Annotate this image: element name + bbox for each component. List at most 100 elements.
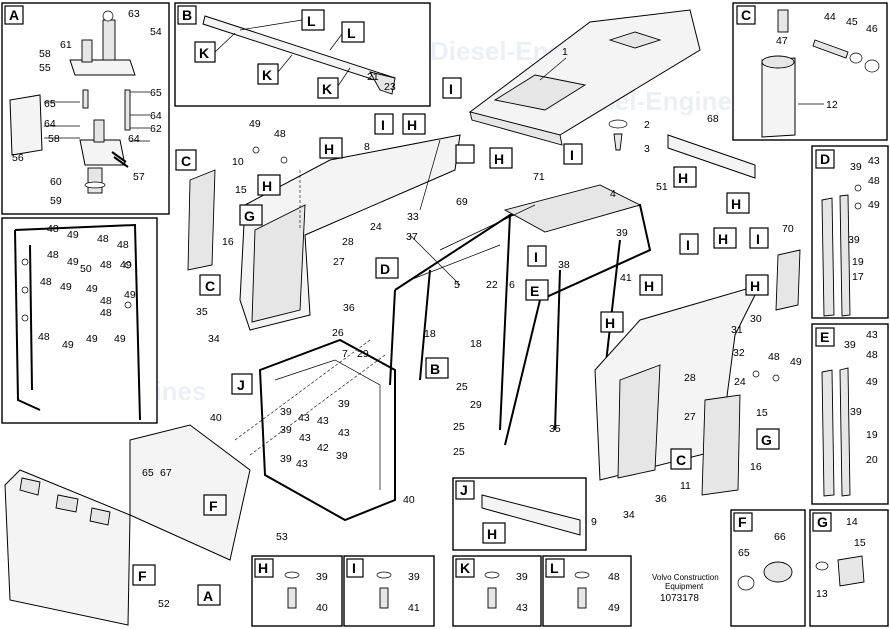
- part-number: 43: [866, 329, 878, 341]
- tag-a: A: [9, 7, 19, 23]
- tag-d: D: [380, 261, 390, 277]
- part-number: 15: [756, 407, 768, 419]
- part-number: 39: [316, 571, 328, 583]
- part-number: 44: [824, 11, 836, 23]
- part-number: 45: [846, 16, 858, 28]
- tag-i: I: [449, 81, 453, 97]
- part-number: 39: [516, 571, 528, 583]
- part-number: 34: [208, 333, 220, 345]
- part-number: 48: [608, 571, 620, 583]
- part-number: 49: [114, 333, 126, 345]
- footer-code: 1073178: [660, 593, 699, 604]
- tag-h: H: [487, 526, 497, 542]
- part-number: 48: [40, 276, 52, 288]
- tag-c: C: [205, 278, 215, 294]
- tag-h: H: [407, 117, 417, 133]
- footer-line2: Equipment: [665, 582, 704, 591]
- part-number: 41: [620, 272, 632, 284]
- part-number: 39: [850, 406, 862, 418]
- part-number: 35: [549, 423, 561, 435]
- tag-h: H: [644, 278, 654, 294]
- part-number: 23: [384, 81, 396, 93]
- cab-roof: 1 2 3: [468, 9, 701, 155]
- tag-c: C: [741, 7, 751, 23]
- part-number: 71: [533, 171, 545, 183]
- part-number: 15: [854, 537, 866, 549]
- part-number: 65: [142, 467, 154, 479]
- detail-box-j: J H: [452, 477, 587, 551]
- part-number: 60: [50, 176, 62, 188]
- part-number: 24: [734, 376, 746, 388]
- tag-k: K: [199, 45, 209, 61]
- part-number: 41: [408, 602, 420, 614]
- part-number: 49: [608, 602, 620, 614]
- tag-k: K: [460, 560, 470, 576]
- part-number: 55: [39, 62, 51, 74]
- tag-b: B: [182, 7, 192, 23]
- part-number: 53: [276, 531, 288, 543]
- tag-h: H: [324, 141, 334, 157]
- part-number: 34: [623, 509, 635, 521]
- cab-frame: D E I I B H 69 71 4 51 37 5 22 6 38 7 29…: [332, 139, 668, 458]
- tag-h: H: [262, 178, 272, 194]
- part-number: 39: [280, 453, 292, 465]
- part-number: 43: [299, 432, 311, 444]
- detail-box-a: A 63 54 61 58 55 65 64 58 65 64 62 64 56…: [1, 2, 170, 215]
- part-number: 36: [655, 493, 667, 505]
- part-number: 15: [235, 184, 247, 196]
- part-number: 42: [317, 442, 329, 454]
- part-number: 10: [232, 156, 244, 168]
- detail-box-frame: 48 49 48 48 48 49 50 48 49 48 49 49 48 4…: [1, 217, 158, 424]
- part-number: 30: [750, 313, 762, 325]
- part-number: 49: [868, 199, 880, 211]
- tag-l: L: [307, 13, 316, 29]
- part-number: 13: [816, 588, 828, 600]
- part-number: 49: [120, 259, 132, 271]
- part-number: 49: [67, 256, 79, 268]
- tag-k: K: [262, 67, 272, 83]
- tag-h: H: [494, 151, 504, 167]
- part-number: 43: [338, 427, 350, 439]
- part-number: 49: [124, 289, 136, 301]
- part-number: 39: [408, 571, 420, 583]
- part-number: 6: [509, 279, 515, 291]
- part-number: 49: [86, 333, 98, 345]
- part-number: 58: [48, 133, 60, 145]
- tag-g: G: [761, 432, 772, 448]
- part-number: 49: [67, 229, 79, 241]
- part-number: 25: [456, 381, 468, 393]
- tag-h: H: [605, 315, 615, 331]
- part-number: 29: [470, 399, 482, 411]
- tag-b: B: [430, 361, 440, 377]
- part-number: 25: [453, 421, 465, 433]
- part-number: 12: [826, 99, 838, 111]
- part-number: 19: [852, 256, 864, 268]
- part-number: 39: [850, 161, 862, 173]
- part-number: 28: [342, 236, 354, 248]
- part-number: 27: [333, 256, 345, 268]
- footer-line1: Volvo Construction: [652, 573, 719, 582]
- tag-c: C: [676, 452, 686, 468]
- part-number: 48: [97, 233, 109, 245]
- tag-h: H: [258, 560, 268, 576]
- part-number: 64: [128, 133, 140, 145]
- part-number: 27: [684, 411, 696, 423]
- part-number: 64: [150, 110, 162, 122]
- part-number: 38: [558, 259, 570, 271]
- part-number: 14: [846, 516, 858, 528]
- part-number: 56: [12, 152, 24, 164]
- part-number: 40: [403, 494, 415, 506]
- part-number: 49: [249, 118, 261, 130]
- tag-i: I: [534, 249, 538, 265]
- floor-panel: F A F 65 67 52 53: [4, 424, 288, 626]
- detail-box-d: D 39 43 48 49 39 19 17: [811, 145, 889, 319]
- detail-box-g: G 14 15 13: [809, 509, 889, 627]
- tag-e: E: [530, 283, 539, 299]
- tag-e: E: [820, 329, 829, 345]
- tag-d: D: [820, 151, 830, 167]
- part-number: 35: [196, 306, 208, 318]
- tag-i: I: [686, 237, 690, 253]
- part-number: 43: [298, 412, 310, 424]
- tag-f: F: [138, 568, 147, 584]
- tag-g: G: [244, 208, 255, 224]
